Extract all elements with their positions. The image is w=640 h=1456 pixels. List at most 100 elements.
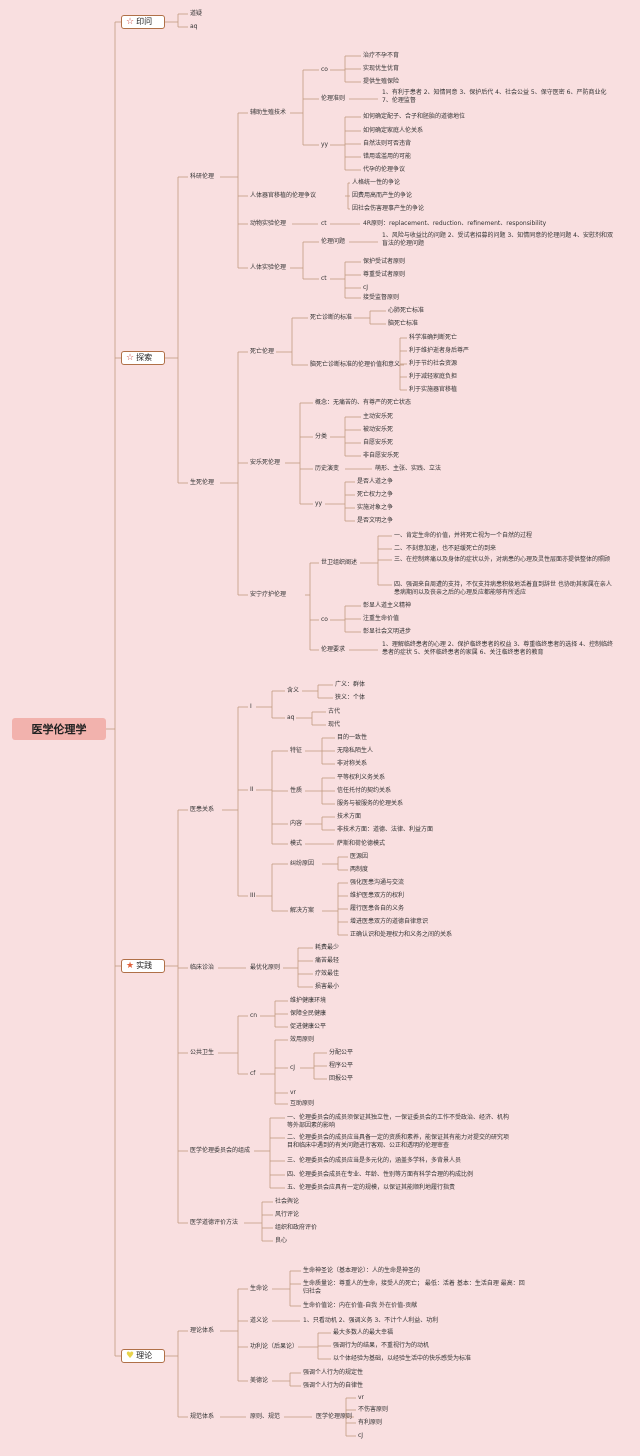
category-node-3[interactable]: ★实践 [121,959,165,973]
topic-n074[interactable]: 彰显社会文明进步 [363,628,412,635]
topic-n085[interactable]: aq [287,714,295,721]
topic-n176[interactable]: 1、只看动机 2、强调义务 3、不计个人利益、功利 [303,1317,439,1324]
topic-n015[interactable]: 提供生殖保险 [363,78,400,85]
topic-n014[interactable]: 实现优生优育 [363,65,400,72]
topic-n038[interactable]: 接受监督原则 [363,294,400,301]
topic-n037[interactable]: cJ [363,284,369,291]
topic-n135[interactable]: cf [250,1070,256,1077]
topic-n191[interactable]: 原则、规范 [250,1413,281,1420]
topic-n001[interactable]: 道疑 [190,10,203,17]
topic-n100[interactable]: 模式 [290,840,303,847]
topic-n183[interactable]: 强调个人行为的自律性 [303,1382,364,1389]
topic-n012[interactable]: co [321,66,328,73]
topic-n053[interactable]: 分类 [315,433,328,440]
category-node-4[interactable]: ♥理论 [121,1349,165,1363]
topic-n051[interactable]: 安乐死伦理 [250,459,281,466]
topic-n068[interactable]: 二、不刻意加速，也不延缓死亡的到来 [394,545,497,552]
topic-n120[interactable]: 临床诊治 [190,964,215,971]
topic-n083[interactable]: 广义：群体 [335,681,366,688]
topic-n104[interactable]: 医源因 [350,853,369,860]
topic-n194[interactable]: 不伤害原则 [358,1406,389,1413]
topic-n073[interactable]: 注重生命价值 [363,615,400,622]
topic-n093[interactable]: 性质 [290,787,303,794]
topic-n042[interactable]: 死亡诊断的标准 [310,314,353,321]
topic-n163[interactable]: 组织和政府评价 [275,1224,318,1231]
topic-n180[interactable]: 以个体经验为基础，以经验生活中的快乐感受为标准 [333,1355,472,1362]
topic-n193[interactable]: vr [358,1394,365,1401]
topic-n049[interactable]: 利于减轻家庭负担 [409,373,458,380]
topic-n071[interactable]: co [321,616,328,623]
topic-n139[interactable]: 程序公平 [329,1062,354,1069]
topic-n057[interactable]: 非自愿安乐死 [363,452,400,459]
topic-n105[interactable]: 两制度 [350,866,369,873]
topic-n028[interactable]: 动物实验伦理 [250,220,287,227]
topic-n164[interactable]: 良心 [275,1237,288,1244]
topic-n080[interactable]: 医患关系 [190,806,215,813]
topic-n045[interactable]: 脑死亡诊断标准的伦理价值和意义 [310,361,401,368]
topic-n137[interactable]: cJ [290,1064,296,1071]
topic-n067[interactable]: 一、肯定生命的价值，并将死亡视为一个自然的过程 [394,532,533,539]
topic-n131[interactable]: cn [250,1012,258,1019]
topic-n171[interactable]: 生命论 [250,1285,269,1292]
root-topic[interactable]: 医学伦理学 [12,718,106,740]
topic-n161[interactable]: 社会舆论 [275,1198,300,1205]
topic-n062[interactable]: 死亡权力之争 [357,491,394,498]
topic-n048[interactable]: 利于节约社会资源 [409,360,458,367]
topic-n024[interactable]: 人体器官移植的伦理争议 [250,192,317,199]
topic-n065[interactable]: 安宁疗护伦理 [250,591,287,598]
topic-n063[interactable]: 实施对象之争 [357,504,394,511]
topic-n195[interactable]: 有利原则 [358,1419,383,1426]
topic-n121[interactable]: 最优化原则 [250,964,281,971]
topic-n150[interactable]: 医学伦理委员会的组成 [190,1147,251,1154]
topic-n111[interactable]: 正确认识和处理权力和义务之间的关系 [350,931,453,938]
topic-n142[interactable]: 互助原则 [290,1100,315,1107]
topic-n010[interactable]: 科研伦理 [190,173,215,180]
topic-n076[interactable]: 1、理解临终患者的心理 2、保护临终患者的权益 3、尊重临终患者的选择 4、控制… [382,641,613,656]
topic-n090[interactable]: 目的一致性 [337,734,368,741]
topic-n070[interactable]: 四、强调来自周遭的支持，不仅支持病患积极地活着直到辞世 也协助其家属在亲人患病期… [394,581,612,596]
topic-n072[interactable]: 彰显人道主义精神 [363,602,412,609]
topic-n109[interactable]: 履行医患各自的义务 [350,905,405,912]
topic-n122[interactable]: 耗费最少 [315,944,340,951]
topic-n061[interactable]: 是否人道之争 [357,478,394,485]
topic-n017[interactable]: 1、有利于患者 2、知情同意 3、保护后代 4、社会公益 5、保守医密 6、严防… [382,89,607,104]
topic-n091[interactable]: 无隐私陌生人 [337,747,374,754]
topic-n023[interactable]: 代孕的伦理争议 [363,166,406,173]
topic-n041[interactable]: 死亡伦理 [250,348,275,355]
topic-n060[interactable]: yy [315,500,323,507]
topic-n002[interactable]: aq [190,23,198,30]
topic-n030[interactable]: 4R原则：replacement、reduction、refinement、re… [363,220,547,227]
topic-n099[interactable]: 非技术方面：道德、法律、利益方面 [337,826,434,833]
topic-n046[interactable]: 科学准确判断死亡 [409,334,458,341]
topic-n170[interactable]: 理论体系 [190,1327,215,1334]
topic-n025[interactable]: 人格统一性的争论 [352,179,401,186]
topic-n155[interactable]: 五、伦理委员会应具有一定的规模，以保证其能顺利地履行指责 [287,1184,456,1191]
topic-n101[interactable]: 萨斯和荷伦德模式 [337,840,386,847]
topic-n110[interactable]: 增进医患双方的道德自律意识 [350,918,429,925]
topic-n154[interactable]: 四、伦理委员会成员在专业、年龄、性别等方面有科学合理的构成比例 [287,1171,474,1178]
topic-n098[interactable]: 技术方面 [337,813,362,820]
topic-n075[interactable]: 伦理要求 [321,646,346,653]
topic-n097[interactable]: 内容 [290,820,303,827]
topic-n035[interactable]: 保护受试者原则 [363,258,406,265]
topic-n029[interactable]: ct [321,220,327,227]
topic-n196[interactable]: cJ [358,1432,364,1439]
topic-n031[interactable]: 人体实验伦理 [250,264,287,271]
topic-n033[interactable]: 1、风险与收益比的问题 2、受试者招募的问题 3、知情同意的伦理问题 4、安慰剂… [382,232,613,247]
topic-n055[interactable]: 被动安乐死 [363,426,394,433]
topic-n095[interactable]: 信任托付的契约关系 [337,787,392,794]
topic-n192[interactable]: 医学伦理原则 [316,1413,353,1420]
topic-n096[interactable]: 服务与被服务的伦理关系 [337,800,404,807]
topic-n021[interactable]: 自然法则可否违背 [363,140,412,147]
topic-n084[interactable]: 狭义：个体 [335,694,366,701]
topic-n088[interactable]: II [250,786,254,793]
topic-n027[interactable]: 因社会伤害理事产生的争论 [352,205,425,212]
topic-n016[interactable]: 伦理准则 [321,95,346,102]
topic-n133[interactable]: 保障全民健康 [290,1010,327,1017]
topic-n047[interactable]: 利于维护逝者身后尊严 [409,347,470,354]
topic-n125[interactable]: 损害最小 [315,983,340,990]
category-node-2[interactable]: ☆探索 [121,351,165,365]
topic-n032[interactable]: 伦理问题 [321,238,346,245]
topic-n174[interactable]: 生命价值论：内在价值-自我 外在价值-贡献 [303,1302,418,1309]
topic-n094[interactable]: 平等权利义务关系 [337,774,386,781]
